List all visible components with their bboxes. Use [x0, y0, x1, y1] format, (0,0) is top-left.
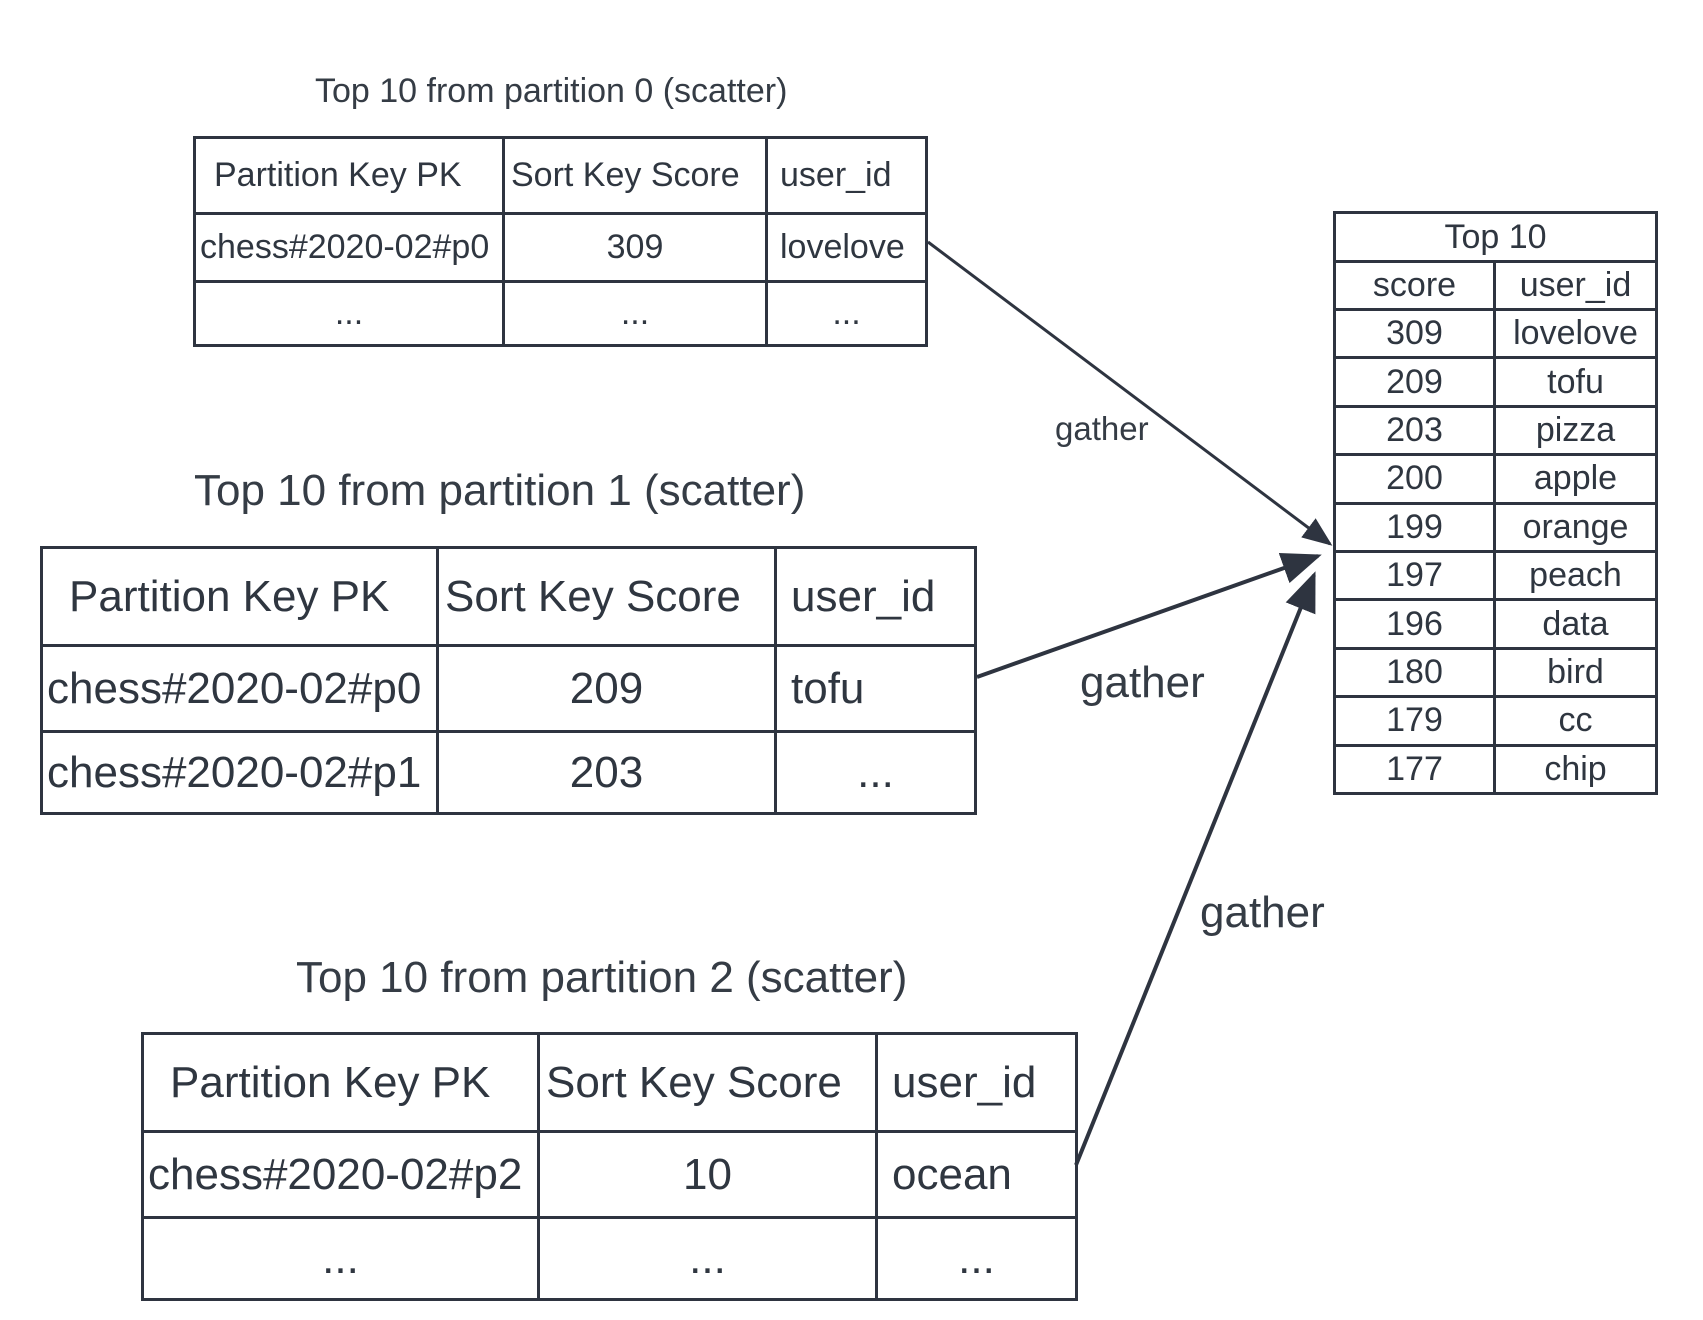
cell-score: 203: [436, 730, 777, 815]
cell-user-id: lovelove: [765, 212, 928, 283]
table-row: ... ... ...: [193, 280, 928, 347]
partition-2-table: Partition Key PK Sort Key Score user_id …: [141, 1032, 1078, 1301]
cell-user-id: ...: [774, 730, 977, 815]
result-cell-user-id: bird: [1493, 646, 1658, 699]
header-score: score: [1333, 260, 1496, 311]
result-cell-user-id: apple: [1493, 453, 1658, 505]
result-cell-user-id: data: [1493, 598, 1658, 650]
cell-score: ...: [502, 280, 768, 347]
result-cell-score: 197: [1333, 549, 1496, 602]
gather-arrow-partition-1: [976, 552, 1322, 679]
result-header-row: score user_id: [1333, 260, 1658, 311]
table-row: ... ... ...: [141, 1216, 1078, 1301]
partition-2-title: Top 10 from partition 2 (scatter): [296, 953, 908, 1002]
cell-user-id: tofu: [774, 644, 977, 733]
result-cell-score: 203: [1333, 404, 1496, 457]
result-cell-user-id: orange: [1493, 501, 1658, 553]
gather-arrow-partition-2: [1074, 571, 1316, 1166]
cell-partition-key: chess#2020-02#p2: [141, 1130, 540, 1219]
result-cell-score: 200: [1333, 453, 1496, 505]
table-header-row: Partition Key PK Sort Key Score user_id: [141, 1032, 1078, 1133]
cell-score: 309: [502, 212, 768, 283]
cell-partition-key: ...: [141, 1216, 540, 1301]
gather-label-2: gather: [1200, 888, 1325, 937]
result-cell-score: 196: [1333, 598, 1496, 650]
result-cell-score: 199: [1333, 501, 1496, 553]
partition-1-title: Top 10 from partition 1 (scatter): [194, 466, 806, 515]
header-user-id: user_id: [765, 136, 928, 215]
result-title: Top 10: [1333, 211, 1658, 263]
header-partition-key: Partition Key PK: [40, 546, 439, 647]
result-cell-user-id: chip: [1493, 743, 1658, 795]
header-user-id: user_id: [1493, 260, 1658, 311]
table-header-row: Partition Key PK Sort Key Score user_id: [40, 546, 977, 647]
result-cell-user-id: lovelove: [1493, 307, 1658, 360]
cell-score: 10: [537, 1130, 878, 1219]
result-cell-score: 209: [1333, 356, 1496, 408]
cell-user-id: ...: [875, 1216, 1078, 1301]
gather-label-0: gather: [1055, 410, 1149, 447]
table-header-row: Partition Key PK Sort Key Score user_id: [193, 136, 928, 215]
cell-partition-key: chess#2020-02#p0: [40, 644, 439, 733]
header-sort-key: Sort Key Score: [502, 136, 768, 215]
header-user-id: user_id: [875, 1032, 1078, 1133]
result-cell-score: 180: [1333, 646, 1496, 699]
table-row: chess#2020-02#p2 10 ocean: [141, 1130, 1078, 1219]
cell-partition-key: ...: [193, 280, 505, 347]
result-title-row: Top 10: [1333, 211, 1658, 263]
result-cell-score: 309: [1333, 307, 1496, 360]
partition-0-table: Partition Key PK Sort Key Score user_id …: [193, 136, 928, 347]
header-sort-key: Sort Key Score: [436, 546, 777, 647]
table-row: chess#2020-02#p1 203 ...: [40, 730, 977, 815]
partition-1-table: Partition Key PK Sort Key Score user_id …: [40, 546, 977, 815]
result-cell-score: 177: [1333, 743, 1496, 795]
cell-user-id: ...: [765, 280, 928, 347]
gather-label-1: gather: [1080, 658, 1205, 707]
table-row: chess#2020-02#p0 209 tofu: [40, 644, 977, 733]
cell-user-id: ocean: [875, 1130, 1078, 1219]
result-cell-user-id: peach: [1493, 549, 1658, 602]
cell-partition-key: chess#2020-02#p0: [193, 212, 505, 283]
header-sort-key: Sort Key Score: [537, 1032, 878, 1133]
header-partition-key: Partition Key PK: [141, 1032, 540, 1133]
partition-0-title: Top 10 from partition 0 (scatter): [315, 72, 788, 110]
result-cell-score: 179: [1333, 695, 1496, 747]
cell-partition-key: chess#2020-02#p1: [40, 730, 439, 815]
header-user-id: user_id: [774, 546, 977, 647]
gather-arrow-partition-0: [927, 240, 1333, 546]
result-cell-user-id: pizza: [1493, 404, 1658, 457]
cell-score: 209: [436, 644, 777, 733]
table-row: chess#2020-02#p0 309 lovelove: [193, 212, 928, 283]
result-cell-user-id: cc: [1493, 695, 1658, 747]
result-cell-user-id: tofu: [1493, 356, 1658, 408]
header-partition-key: Partition Key PK: [193, 136, 505, 215]
cell-score: ...: [537, 1216, 878, 1301]
